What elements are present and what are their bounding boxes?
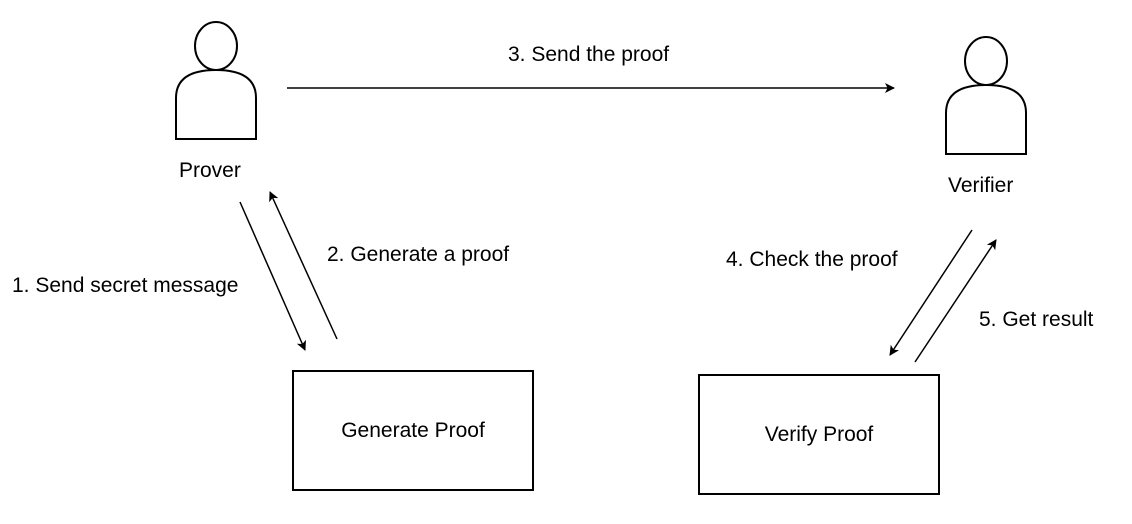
- verifier-label: Verifier: [948, 174, 1014, 197]
- arrow-generate-a-proof: [269, 191, 338, 340]
- arrow-send-secret-message: [239, 201, 306, 351]
- verify-proof-box: Verify Proof: [698, 374, 940, 495]
- generate-proof-box-label: Generate Proof: [341, 418, 485, 442]
- step-1-label: 1. Send secret message: [12, 274, 239, 297]
- prover-person-icon: [175, 21, 257, 140]
- step-5-label: 5. Get result: [979, 308, 1094, 331]
- prover-label: Prover: [179, 159, 241, 182]
- step-2-label: 2. Generate a proof: [327, 243, 510, 266]
- step-3-label: 3. Send the proof: [508, 43, 670, 66]
- arrow-get-result: [914, 239, 997, 363]
- verifier-person-icon: [945, 36, 1027, 155]
- step-4-label: 4. Check the proof: [726, 248, 898, 271]
- arrow-check-the-proof: [889, 229, 973, 356]
- verify-proof-box-label: Verify Proof: [764, 422, 874, 446]
- generate-proof-box: Generate Proof: [292, 370, 534, 491]
